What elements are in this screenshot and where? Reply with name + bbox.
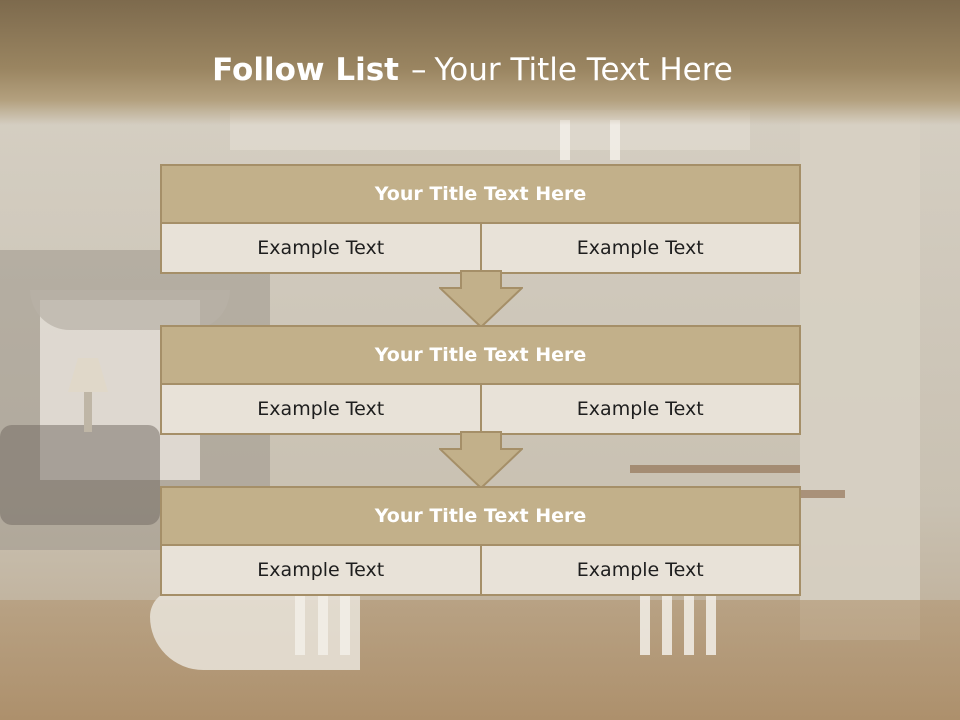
bg-baluster (340, 595, 350, 655)
bg-right-wall (800, 110, 920, 640)
step-right-text: Example Text (479, 546, 800, 594)
title-rest: Your Title Text Here (434, 52, 733, 88)
step-title: Your Title Text Here (162, 327, 799, 385)
bg-handrail-2 (800, 490, 845, 498)
bg-floor (0, 600, 960, 720)
bg-lamp-base (84, 392, 92, 432)
bg-handrail (630, 465, 800, 473)
title-dash: – (410, 52, 427, 88)
bg-baluster (295, 595, 305, 655)
step-box-3: Your Title Text Here Example Text Exampl… (160, 486, 801, 596)
bg-baluster (318, 595, 328, 655)
step-row: Example Text Example Text (162, 546, 799, 594)
step-title: Your Title Text Here (162, 488, 799, 546)
bg-stair-step (150, 590, 360, 670)
step-right-text: Example Text (479, 385, 800, 433)
bg-baluster (610, 120, 620, 160)
slide-title: Follow List–Your Title Text Here (0, 52, 945, 88)
step-box-2: Your Title Text Here Example Text Exampl… (160, 325, 801, 435)
bg-baluster (684, 595, 694, 655)
bg-baluster (662, 595, 672, 655)
step-title: Your Title Text Here (162, 166, 799, 224)
bg-sofa (0, 425, 160, 525)
bg-baluster (560, 120, 570, 160)
step-left-text: Example Text (257, 237, 385, 259)
down-arrow-icon (439, 270, 523, 328)
title-bold: Follow List (212, 52, 399, 88)
title-bar (0, 0, 960, 125)
step-right-text: Example Text (479, 224, 800, 272)
step-left-text: Example Text (257, 398, 385, 420)
bg-baluster (706, 595, 716, 655)
step-left-text: Example Text (257, 559, 385, 581)
down-arrow-icon (439, 431, 523, 489)
step-box-1: Your Title Text Here Example Text Exampl… (160, 164, 801, 274)
bg-curtain (30, 290, 230, 330)
bg-baluster (640, 595, 650, 655)
step-row: Example Text Example Text (162, 385, 799, 433)
step-row: Example Text Example Text (162, 224, 799, 272)
